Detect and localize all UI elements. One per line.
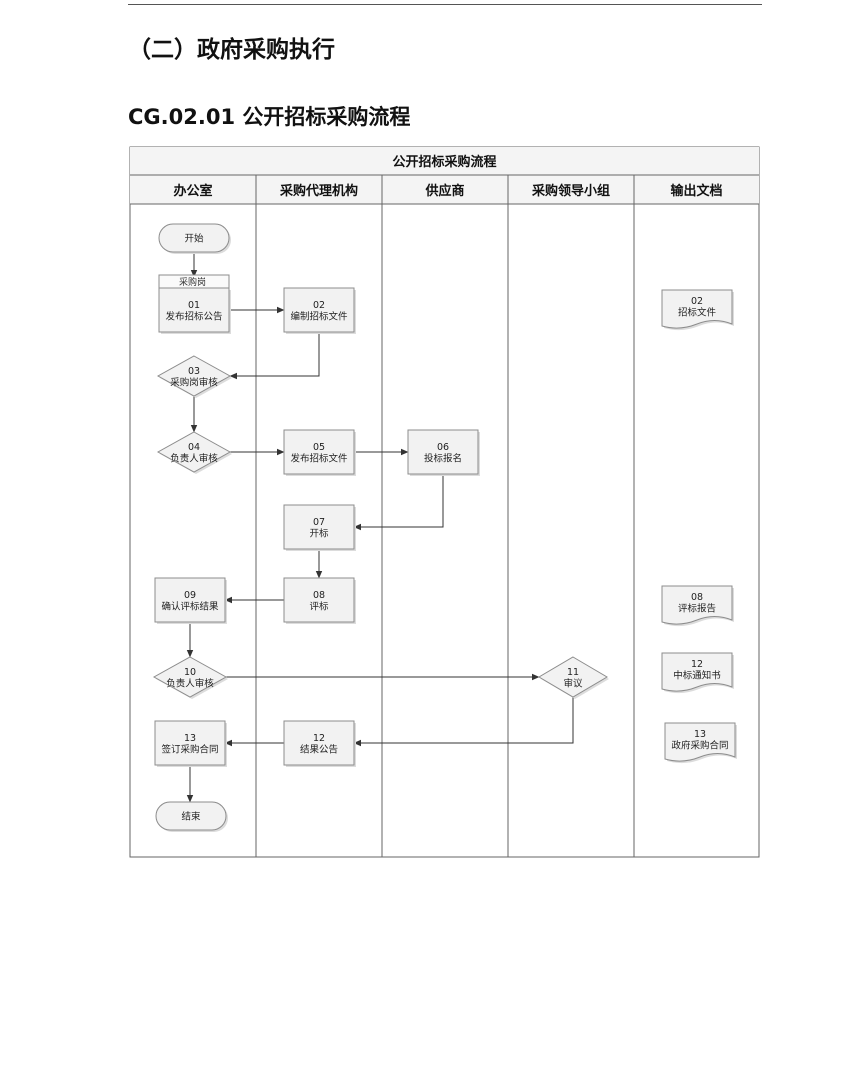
decision-diamond bbox=[156, 355, 232, 397]
node-label: 07 bbox=[313, 517, 325, 528]
node-label: 11 bbox=[567, 667, 579, 678]
terminator-node: 结束 bbox=[155, 801, 228, 832]
document-shape bbox=[661, 652, 733, 692]
process-box bbox=[283, 504, 355, 550]
lane-header: 采购代理机构 bbox=[279, 183, 358, 199]
node-label: 中标通知书 bbox=[673, 669, 721, 681]
document-shape bbox=[661, 585, 733, 625]
lane-header: 采购领导小组 bbox=[531, 183, 610, 199]
node-label: 04 bbox=[188, 442, 200, 453]
node-label: 确认评标结果 bbox=[161, 600, 219, 612]
role-strip bbox=[158, 274, 230, 289]
flow-arrow bbox=[229, 332, 320, 380]
decision-diamond bbox=[538, 656, 608, 698]
lane-header: 供应商 bbox=[424, 183, 464, 199]
node-label: 评标 bbox=[309, 600, 329, 612]
process-box bbox=[154, 720, 226, 766]
node-label: 05 bbox=[313, 442, 325, 453]
node-label: 02 bbox=[313, 300, 325, 311]
node-label: 审议 bbox=[563, 677, 583, 689]
node-label: 13 bbox=[184, 733, 196, 744]
terminator-box bbox=[158, 223, 230, 253]
node-label: 采购岗审核 bbox=[170, 376, 218, 388]
section-heading: （二）政府采购执行 bbox=[128, 37, 335, 63]
node-label: 结束 bbox=[181, 811, 201, 823]
node-label: 开标 bbox=[309, 527, 329, 539]
decision-diamond bbox=[156, 431, 232, 473]
node-label: 发布招标公告 bbox=[165, 310, 222, 322]
process-box bbox=[283, 287, 355, 333]
node-label: 编制招标文件 bbox=[290, 310, 348, 322]
document-shape bbox=[664, 722, 736, 762]
node-label: 评标报告 bbox=[678, 602, 716, 614]
process-box bbox=[407, 429, 479, 475]
document-heading: CG.02.01 公开招标采购流程 bbox=[128, 105, 411, 129]
node-label: 09 bbox=[184, 590, 196, 601]
node-label: 10 bbox=[184, 667, 196, 678]
node-label: 负责人审核 bbox=[166, 677, 214, 689]
top-rule bbox=[128, 4, 762, 5]
node-label: 08 bbox=[691, 592, 703, 603]
lane-header: 办公室 bbox=[173, 183, 212, 199]
node-label: 负责人审核 bbox=[170, 452, 218, 464]
node-label: 08 bbox=[313, 590, 325, 601]
flow-arrow bbox=[353, 697, 574, 747]
process-box bbox=[283, 577, 355, 623]
node-label: 03 bbox=[188, 366, 200, 377]
decision-diamond bbox=[152, 656, 228, 698]
flowchart-title: 公开招标采购流程 bbox=[392, 154, 496, 170]
node-label: 12 bbox=[313, 733, 325, 744]
node-label: 投标报名 bbox=[424, 452, 462, 464]
node-label: 13 bbox=[694, 729, 706, 740]
node-label: 招标文件 bbox=[678, 306, 717, 318]
flowchart-frame bbox=[129, 146, 760, 858]
node-label: 发布招标文件 bbox=[290, 452, 348, 464]
node-label: 06 bbox=[437, 442, 449, 453]
node-label: 开始 bbox=[184, 233, 204, 245]
node-label: 12 bbox=[691, 659, 703, 670]
terminator-box bbox=[155, 801, 227, 831]
document-shape bbox=[661, 289, 733, 329]
flow-arrow bbox=[353, 474, 444, 531]
node-label: 签订采购合同 bbox=[161, 743, 218, 755]
process-box bbox=[283, 429, 355, 475]
terminator-node: 开始 bbox=[158, 223, 231, 254]
process-box bbox=[154, 577, 226, 623]
node-label: 结果公告 bbox=[300, 743, 338, 755]
process-box bbox=[283, 720, 355, 766]
lane-header: 输出文档 bbox=[670, 183, 722, 199]
node-label: 01 bbox=[188, 300, 200, 311]
role-label: 采购岗 bbox=[179, 276, 206, 288]
node-label: 政府采购合同 bbox=[671, 739, 728, 751]
node-label: 02 bbox=[691, 296, 703, 307]
